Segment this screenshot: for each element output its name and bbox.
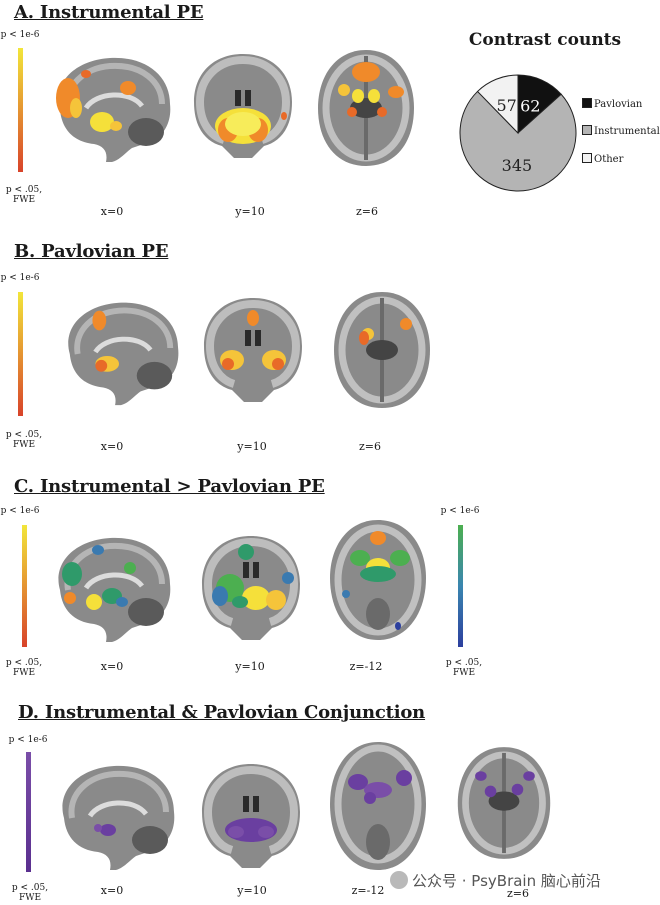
pie-title: Contrast counts xyxy=(468,30,622,50)
panel-d-colorbar-top-label: p < 1e-6 xyxy=(8,735,48,745)
panel-a-sagittal-slice xyxy=(56,57,171,163)
panel-d-title: D. Instrumental & Pavlovian Conjunction xyxy=(18,702,426,723)
panel-c-axial-slice xyxy=(330,520,426,640)
panel-b-colorbar-bottom-label: p < .05, FWE xyxy=(5,430,43,450)
panel-c-coord-x: x=0 xyxy=(100,660,124,673)
panel-c-colorbar2-top-label: p < 1e-6 xyxy=(440,506,480,516)
pie-value-label-pavlovian: 62 xyxy=(520,96,540,115)
panel-c-sagittal-slice xyxy=(58,537,171,642)
panel-b-coronal-slice xyxy=(204,298,302,402)
pie-slice-instrumental xyxy=(459,90,577,192)
panel-c-coronal-slice xyxy=(202,536,300,640)
panel-a-colorbar xyxy=(18,48,23,172)
panel-c-colorbar-top-label: p < 1e-6 xyxy=(0,506,40,516)
panel-d-coord-z2: z=6 xyxy=(506,887,529,900)
pie-legend-pavlovian: Pavlovian xyxy=(582,98,642,110)
panel-c-colorbar2-bottom-label: p < .05, FWE xyxy=(445,658,483,678)
panel-b-axial-slice xyxy=(334,292,430,408)
panel-d-sagittal-slice xyxy=(62,765,175,870)
panel-c-colorbar-bottom-label: p < .05, FWE xyxy=(5,658,43,678)
pie-chart: 62 345 57 xyxy=(459,74,577,192)
watermark: 公众号 · PsyBrain 脑心前沿 xyxy=(390,870,601,891)
panel-d-colorbar-bottom-label: p < .05, FWE xyxy=(11,883,49,903)
panel-d-coord-z1: z=-12 xyxy=(351,884,385,897)
panel-a-coronal-slice xyxy=(194,54,292,158)
panel-b-coord-z: z=6 xyxy=(358,440,381,453)
pavlovian-swatch xyxy=(582,98,592,108)
wechat-icon xyxy=(390,871,408,889)
panel-b-colorbar xyxy=(18,292,23,416)
panel-b-coord-x: x=0 xyxy=(100,440,124,453)
panel-c-colorbar-cool xyxy=(458,525,463,647)
panel-d-colorbar xyxy=(26,752,31,872)
panel-a-colorbar-top-label: p < 1e-6 xyxy=(0,30,40,40)
pie-legend-label: Instrumental xyxy=(594,126,660,137)
panel-d-axial-slice-2 xyxy=(457,747,551,859)
panel-b-sagittal-slice xyxy=(68,302,179,406)
pie-legend-instrumental: Instrumental xyxy=(582,125,660,137)
panel-c-coord-z: z=-12 xyxy=(349,660,383,673)
panel-c-colorbar-hot xyxy=(22,525,27,647)
panel-a-coord-z: z=6 xyxy=(355,205,378,218)
pie-legend-label: Pavlovian xyxy=(594,99,643,110)
pie-legend-label: Other xyxy=(594,154,624,165)
panel-b-colorbar-top-label: p < 1e-6 xyxy=(0,273,40,283)
panel-d-coronal-slice xyxy=(202,764,300,868)
panel-d-coord-x: x=0 xyxy=(100,884,124,897)
pie-legend-other: Other xyxy=(582,153,623,165)
panel-b-title: B. Pavlovian PE xyxy=(14,241,169,262)
panel-d-axial-slice-1 xyxy=(330,742,426,870)
pie-value-label-other: 57 xyxy=(496,96,516,115)
panel-c-coord-y: y=10 xyxy=(235,660,265,673)
panel-c-title: C. Instrumental > Pavlovian PE xyxy=(14,476,325,497)
watermark-text: 公众号 · PsyBrain 脑心前沿 xyxy=(412,872,601,890)
panel-a-coord-x: x=0 xyxy=(100,205,124,218)
panel-d-coord-y: y=10 xyxy=(237,884,267,897)
pie-slice-other xyxy=(476,74,519,135)
panel-a-coord-y: y=10 xyxy=(235,205,265,218)
panel-a-title: A. Instrumental PE xyxy=(14,2,204,23)
panel-a-colorbar-bottom-label: p < .05, FWE xyxy=(5,185,43,205)
instrumental-swatch xyxy=(582,125,592,135)
other-swatch xyxy=(582,153,592,163)
panel-b-coord-y: y=10 xyxy=(237,440,267,453)
panel-a-axial-slice xyxy=(318,50,414,166)
pie-value-label-instrumental: 345 xyxy=(502,156,533,175)
